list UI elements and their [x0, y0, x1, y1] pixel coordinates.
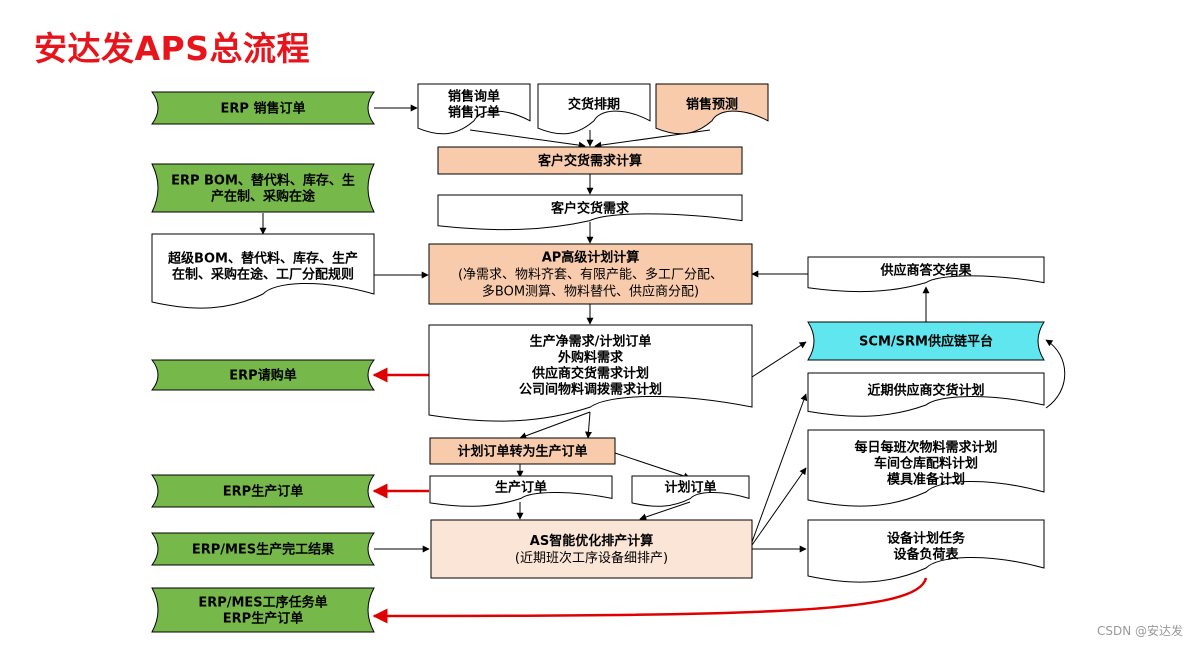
- customer-demand-node: 客户交货需求: [437, 194, 743, 231]
- plan-to-prod-label: 计划订单转为生产订单: [457, 444, 587, 460]
- ap-calc-title-node: AP高级计划计算(净需求、物料齐套、有限产能、多工厂分配、多BOM测算、物料替代…: [428, 243, 753, 305]
- customer-demand-calc-label: 客户交货需求计算: [538, 153, 642, 169]
- connectors: [259, 104, 1066, 553]
- production-order-node: 生产订单: [429, 475, 613, 507]
- sales-forecast-node: 销售预测: [655, 83, 769, 135]
- daily-plans-label: 车间仓库配料计划: [874, 456, 978, 472]
- watermark: CSDN @安达发: [1096, 624, 1183, 638]
- as-calc-detail-label: (近期班次工序设备细排产): [515, 550, 668, 566]
- near-supplier-plan-node: 近期供应商交货计划: [807, 372, 1045, 417]
- planned-order-label: 计划订单: [664, 480, 716, 496]
- arrow-inquiry-to-calc: [469, 129, 586, 149]
- sales-inquiry-label: 销售询单: [448, 89, 500, 105]
- super-bom-label: 在制、采购在途、工厂分配规则: [172, 267, 354, 283]
- erp-production-order-node: ERP生产订单: [151, 474, 375, 508]
- arrow-outputs-to-scm: [751, 341, 807, 378]
- production-order-label: 生产订单: [495, 480, 547, 496]
- equipment-tasks-label: 设备计划任务: [887, 531, 966, 547]
- plan-outputs-label: 外购料需求: [557, 350, 624, 366]
- plan-to-prod-node: 计划订单转为生产订单: [429, 437, 616, 465]
- daily-plans-label: 每日每班次物料需求计划: [854, 440, 997, 456]
- super-bom-label: 超级BOM、替代料、库存、生产: [168, 251, 358, 267]
- as-calc-title-node: AS智能优化排产计算(近期班次工序设备细排产): [430, 519, 753, 579]
- ap-calc-title-label: AP高级计划计算: [542, 250, 640, 266]
- plan-outputs-label: 供应商交货需求计划: [531, 366, 649, 382]
- customer-demand-calc-node: 客户交货需求计算: [437, 146, 743, 175]
- daily-plans-label: 模具准备计划: [887, 472, 965, 488]
- equipment-tasks-label: 设备负荷表: [893, 547, 959, 563]
- scm-label: SCM/SRM供应链平台: [859, 334, 993, 350]
- delivery-schedule-node: 交货排期: [537, 83, 651, 135]
- erp-production-order-label: ERP生产订单: [223, 484, 303, 500]
- supplier-reply-label: 供应商答交结果: [879, 263, 971, 279]
- supplier-reply-node: 供应商答交结果: [807, 256, 1045, 293]
- arrow-as-to-near-plan: [751, 393, 808, 543]
- erp-mes-result-node: ERP/MES生产完工结果: [151, 532, 375, 566]
- red-connectors: [372, 367, 928, 624]
- erp-sales-order-label: ERP 销售订单: [221, 101, 306, 117]
- arrow-as-to-daily: [751, 467, 807, 546]
- ap-calc-detail-label: (净需求、物料齐套、有限产能、多工厂分配、: [458, 267, 723, 283]
- as-calc-title-label: AS智能优化排产计算: [530, 533, 653, 549]
- erp-bom-label: ERP BOM、替代料、库存、生: [171, 173, 355, 189]
- arrow-equipment-to-erp-tasks: [372, 577, 928, 624]
- arrow-outputs-to-plan2prod: [519, 411, 591, 440]
- arrow-outputs-to-planned-order: [584, 411, 592, 439]
- sales-inquiry-label: 销售订单: [448, 105, 500, 121]
- erp-mes-tasks-label: ERP/MES工序任务单: [198, 595, 327, 611]
- erp-purchase-req-label: ERP请购单: [229, 368, 296, 384]
- erp-bom-label: 产在制、采购在途: [211, 189, 316, 205]
- arrow-near-plan-to-scm: [1045, 339, 1066, 409]
- erp-mes-result-label: ERP/MES生产完工结果: [192, 542, 334, 558]
- ap-calc-detail-label: 多BOM测算、物料替代、供应商分配): [482, 284, 699, 300]
- customer-demand-label: 客户交货需求: [551, 201, 630, 217]
- erp-sales-order-node: ERP 销售订单: [151, 91, 375, 125]
- near-supplier-plan-label: 近期供应商交货计划: [867, 383, 984, 399]
- erp-purchase-req-node: ERP请购单: [150, 359, 376, 391]
- arrow-plan2prod-to-planned: [611, 451, 691, 480]
- erp-mes-tasks-label: ERP生产订单: [223, 611, 303, 627]
- sales-forecast-label: 销售预测: [686, 97, 738, 113]
- page-title: 安达发APS总流程: [34, 29, 310, 68]
- plan-outputs-label: 公司间物料调拨需求计划: [519, 382, 662, 398]
- arrow-planned-to-as: [639, 501, 691, 521]
- delivery-schedule-label: 交货排期: [568, 97, 620, 113]
- planned-order-node: 计划订单: [631, 475, 750, 507]
- plan-outputs-label: 生产净需求/计划订单: [530, 334, 652, 350]
- scm-node: SCM/SRM供应链平台: [807, 321, 1045, 361]
